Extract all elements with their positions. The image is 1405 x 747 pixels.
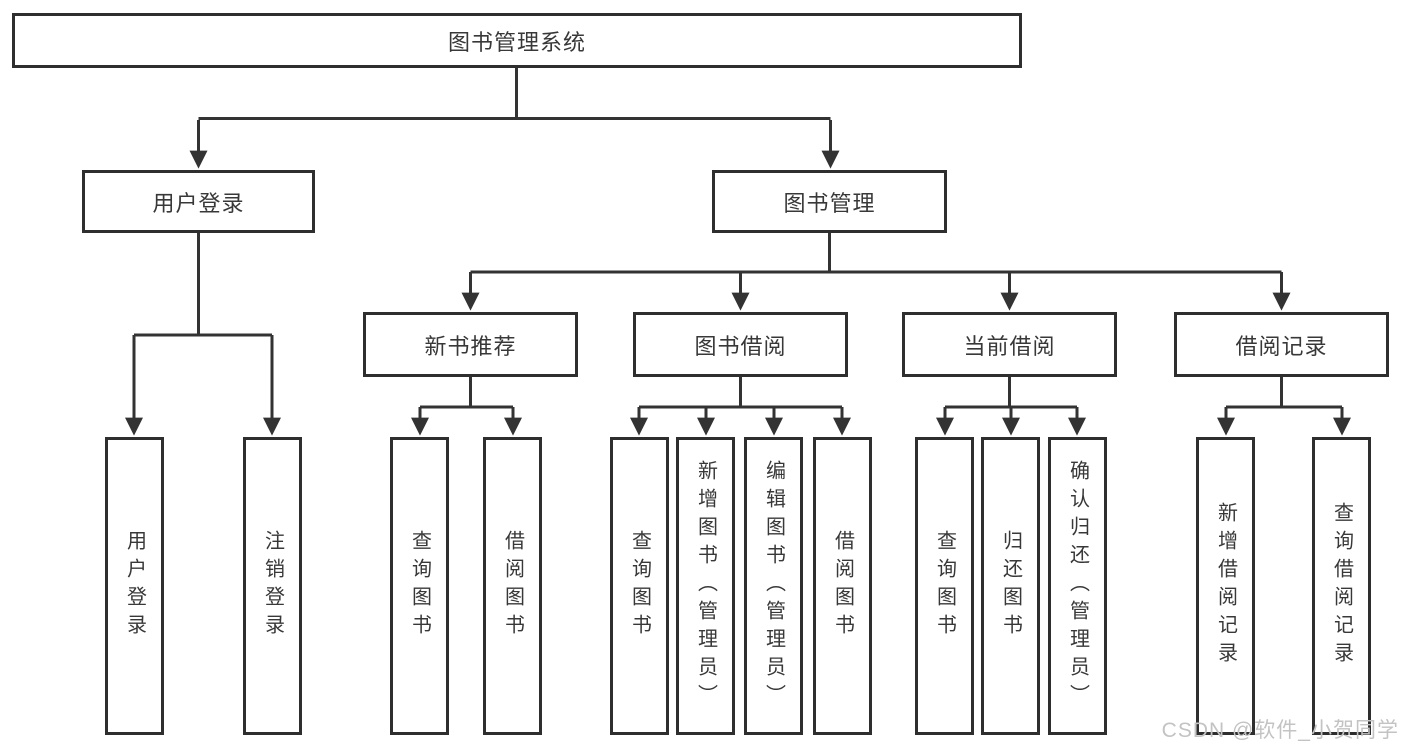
node-label: 用户登录 xyxy=(152,190,245,216)
node-borrowing-records: 借阅记录 xyxy=(1174,312,1389,377)
leaf-logout: 注销登录 xyxy=(243,437,302,735)
leaf-label: 新增图书（管理员） xyxy=(694,460,717,712)
leaf-query-books-current: 查询图书 xyxy=(915,437,974,735)
leaf-label: 归还图书 xyxy=(999,530,1022,642)
node-library-management-system: 图书管理系统 xyxy=(12,13,1022,68)
leaf-label: 借阅图书 xyxy=(831,530,854,642)
leaf-borrow-books-recommend: 借阅图书 xyxy=(483,437,542,735)
leaf-query-borrow-record: 查询借阅记录 xyxy=(1312,437,1371,735)
leaf-return-books: 归还图书 xyxy=(981,437,1040,735)
leaf-label: 确认归还（管理员） xyxy=(1066,460,1089,712)
leaf-label: 编辑图书（管理员） xyxy=(762,460,785,712)
leaf-query-books-recommend: 查询图书 xyxy=(390,437,449,735)
node-label: 图书管理 xyxy=(783,190,876,216)
node-label: 新书推荐 xyxy=(424,333,517,359)
leaf-label: 用户登录 xyxy=(123,530,146,642)
node-user-login: 用户登录 xyxy=(82,170,315,233)
node-label: 当前借阅 xyxy=(963,333,1056,359)
leaf-label: 查询借阅记录 xyxy=(1330,502,1353,670)
leaf-label: 新增借阅记录 xyxy=(1214,502,1237,670)
leaf-confirm-return-admin: 确认归还（管理员） xyxy=(1048,437,1107,735)
node-book-borrowing: 图书借阅 xyxy=(633,312,848,377)
leaf-label: 注销登录 xyxy=(261,530,284,642)
leaf-user-login: 用户登录 xyxy=(105,437,164,735)
leaf-edit-books-admin: 编辑图书（管理员） xyxy=(744,437,803,735)
leaf-query-books-borrowing: 查询图书 xyxy=(610,437,669,735)
node-new-book-recommend: 新书推荐 xyxy=(363,312,578,377)
leaf-add-books-admin: 新增图书（管理员） xyxy=(676,437,735,735)
node-label: 图书借阅 xyxy=(694,333,787,359)
leaf-label: 查询图书 xyxy=(408,530,431,642)
node-label: 借阅记录 xyxy=(1235,333,1328,359)
node-current-borrowing: 当前借阅 xyxy=(902,312,1117,377)
node-label: 图书管理系统 xyxy=(447,29,586,55)
node-book-management: 图书管理 xyxy=(712,170,947,233)
leaf-add-borrow-record: 新增借阅记录 xyxy=(1196,437,1255,735)
leaf-label: 查询图书 xyxy=(933,530,956,642)
leaf-label: 借阅图书 xyxy=(501,530,524,642)
leaf-borrow-books-borrowing: 借阅图书 xyxy=(813,437,872,735)
leaf-label: 查询图书 xyxy=(628,530,651,642)
csdn-watermark: CSDN @软件_小贺同学 xyxy=(1161,719,1399,742)
